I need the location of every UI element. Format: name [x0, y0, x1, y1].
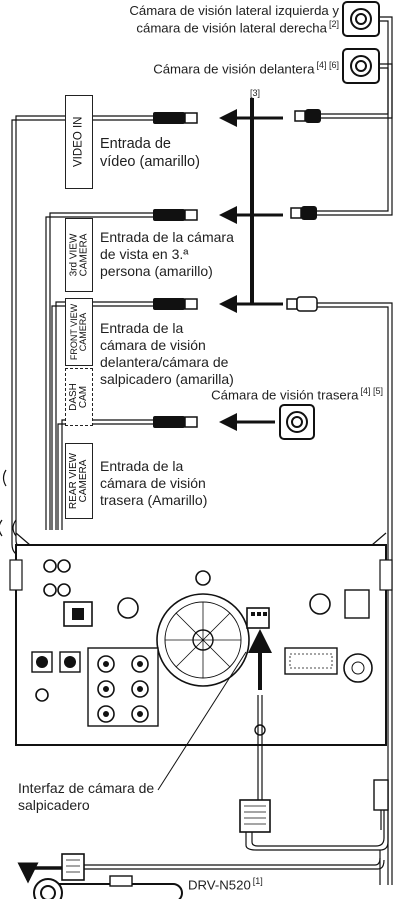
- rca-jack-rear-view: [153, 416, 198, 428]
- front-camera-text: Cámara de visión delantera: [153, 61, 315, 77]
- head-unit-rear-panel: [9, 532, 393, 746]
- rear-view-label: Entrada de la cámara de visión trasera (…: [100, 458, 207, 509]
- ref-3: [3]: [250, 88, 261, 98]
- rear-view-tag: REAR VIEW CAMERA: [65, 443, 93, 519]
- front-view-tag: FRONT VIEW CAMERA: [65, 298, 93, 366]
- third-view-line2: de vista en 3.ª: [100, 246, 189, 263]
- rca-plug-dashcam: [286, 296, 393, 885]
- rear-camera-icon: [279, 404, 315, 440]
- dashcam-interface-line2: salpicadero: [18, 797, 90, 814]
- rca-plug-front: [294, 109, 321, 123]
- dash-cam-tag: DASH CAM: [65, 368, 93, 426]
- side-camera-cable: [316, 16, 393, 216]
- third-view-label: Entrada de la cámara de vista en 3.ª per…: [100, 229, 234, 280]
- front-view-line2: cámara de visión: [100, 337, 206, 354]
- rca-jack-third-view: [153, 209, 198, 221]
- interface-leader-line: [157, 651, 247, 791]
- video-in-line1: Entrada de: [100, 136, 171, 152]
- third-view-line1: Entrada de la cámara: [100, 229, 234, 245]
- video-in-tag: VIDEO IN: [65, 95, 93, 189]
- rear-camera-label: Cámara de visión trasera[4] [5]: [83, 386, 383, 403]
- dashcam-cable: [84, 695, 389, 885]
- drv-n520-label: DRV-N520[1]: [188, 876, 263, 893]
- dashcam-harness-connector: [239, 799, 271, 833]
- front-camera-label: Cámara de visión delantera[4] [6]: [0, 60, 339, 77]
- side-camera-label: Cámara de visión lateral izquierda y cám…: [0, 3, 339, 37]
- drv-n520-ref: [1]: [252, 876, 263, 886]
- rca-plug-side: [290, 206, 317, 220]
- rear-view-line3: trasera (Amarillo): [100, 492, 208, 509]
- dashcam-interface-label: Interfaz de cámara de salpicadero: [18, 780, 154, 814]
- front-camera-ref: [4] [6]: [316, 60, 339, 70]
- side-camera-line2: cámara de visión lateral derecha: [136, 20, 327, 36]
- third-view-tag-line2: CAMERA: [78, 233, 90, 277]
- rear-view-line1: Entrada de la: [100, 458, 184, 474]
- side-camera-line1: Cámara de visión lateral izquierda y: [129, 3, 339, 18]
- front-camera-cable: [320, 63, 393, 119]
- front-view-line4: salpicadero (amarilla): [100, 371, 234, 388]
- rca-jack-front-view: [153, 298, 198, 310]
- video-in-tag-text: VIDEO IN: [72, 116, 85, 168]
- drv-n520-name: DRV-N520: [188, 877, 251, 893]
- video-in-line2: vídeo (amarillo): [100, 153, 200, 170]
- front-view-line1: Entrada de la: [100, 320, 184, 336]
- front-view-label: Entrada de la cámara de visión delantera…: [100, 320, 234, 388]
- video-in-label: Entrada de vídeo (amarillo): [100, 136, 200, 171]
- third-view-line3: persona (amarillo): [100, 263, 213, 280]
- rear-view-tag-line2: CAMERA: [78, 459, 89, 503]
- rca-jack-video-in: [153, 112, 198, 124]
- rear-camera-text: Cámara de visión trasera: [211, 387, 359, 403]
- side-camera-ref: [2]: [328, 19, 339, 30]
- drv-connector: [61, 853, 85, 881]
- ground-clip: [373, 779, 389, 830]
- dashcam-interface-line1: Interfaz de cámara de: [18, 780, 155, 796]
- side-camera-icon: [342, 1, 380, 37]
- front-view-line3: delantera/cámara de: [100, 354, 229, 371]
- drv-n520-camera-icon: [33, 875, 183, 899]
- third-view-tag: 3rd VIEW CAMERA: [65, 218, 93, 292]
- arrow-drv-connector: [17, 862, 70, 884]
- front-camera-icon: [342, 48, 380, 84]
- rear-view-line2: cámara de visión: [100, 475, 206, 492]
- rear-camera-ref: [4] [5]: [360, 386, 383, 396]
- front-view-tag-line2: CAMERA: [78, 312, 88, 352]
